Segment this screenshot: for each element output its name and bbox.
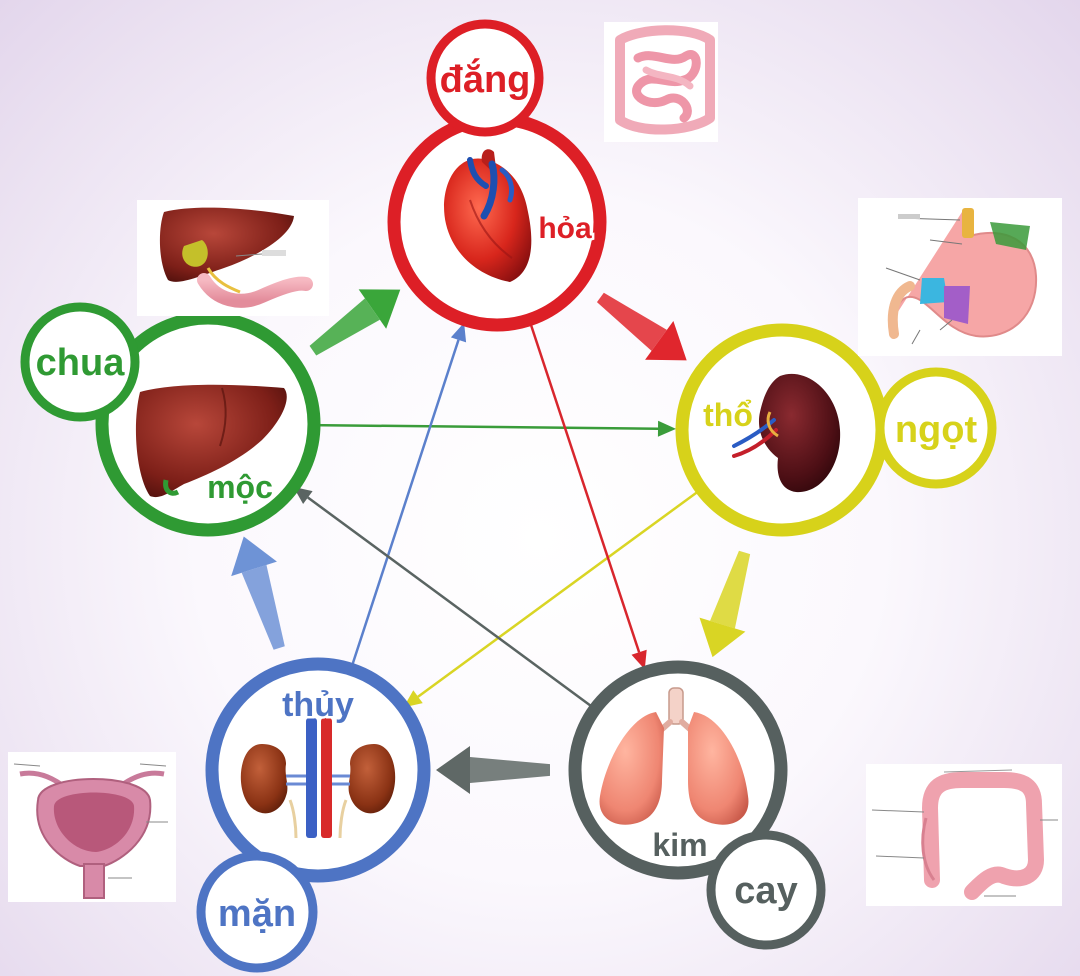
element-ring-thuy — [205, 657, 431, 883]
stomach-icon — [858, 198, 1062, 356]
taste-label-kim: cay — [734, 870, 797, 912]
gallbladder-icon — [137, 200, 329, 316]
element-kim: kim cay — [568, 660, 826, 950]
lungs-icon — [599, 687, 749, 825]
taste-label-hoa: đắng — [440, 57, 531, 101]
element-label-tho: thổ — [703, 397, 753, 433]
generating-arrow-hoa-tho — [596, 292, 687, 361]
controlling-arrow-moc-tho — [311, 420, 677, 437]
generating-arrow-moc-hoa — [309, 289, 401, 356]
element-label-kim: kim — [652, 827, 707, 863]
taste-ring-thuy — [196, 851, 318, 973]
generating-cycle-arrows — [231, 289, 751, 794]
element-label-hoa: hỏa — [538, 212, 592, 245]
small-intestine-icon — [604, 22, 718, 142]
generating-arrow-kim-thuy — [436, 746, 550, 794]
taste-ring-moc — [20, 302, 140, 422]
element-tho: thổ ngọt — [675, 323, 997, 537]
taste-ring-kim — [706, 830, 826, 950]
generating-arrow-tho-kim — [699, 550, 751, 658]
taste-ring-tho — [875, 367, 997, 489]
controlling-cycle-arrows — [293, 320, 699, 710]
element-thuy: thủy mặn — [196, 657, 431, 973]
bladder-icon — [8, 752, 176, 902]
taste-ring-hoa — [426, 19, 544, 137]
taste-label-moc: chua — [36, 342, 126, 384]
taste-label-tho: ngọt — [895, 409, 978, 451]
spleen-icon — [732, 373, 841, 493]
heart-icon — [444, 149, 532, 282]
kidneys-icon — [240, 718, 396, 839]
taste-label-thuy: mặn — [218, 893, 296, 935]
controlling-arrow-thuy-hoa — [349, 322, 467, 672]
liver-icon — [135, 384, 287, 498]
element-label-thuy: thủy — [282, 686, 354, 724]
element-label-moc: mộc — [207, 469, 273, 505]
element-hoa: hỏa đắng — [387, 19, 607, 332]
large-intestine-icon — [866, 764, 1062, 906]
element-moc: mộc chua — [20, 302, 321, 537]
controlling-arrow-hoa-kim — [528, 320, 647, 670]
generating-arrow-thuy-moc — [231, 536, 285, 650]
